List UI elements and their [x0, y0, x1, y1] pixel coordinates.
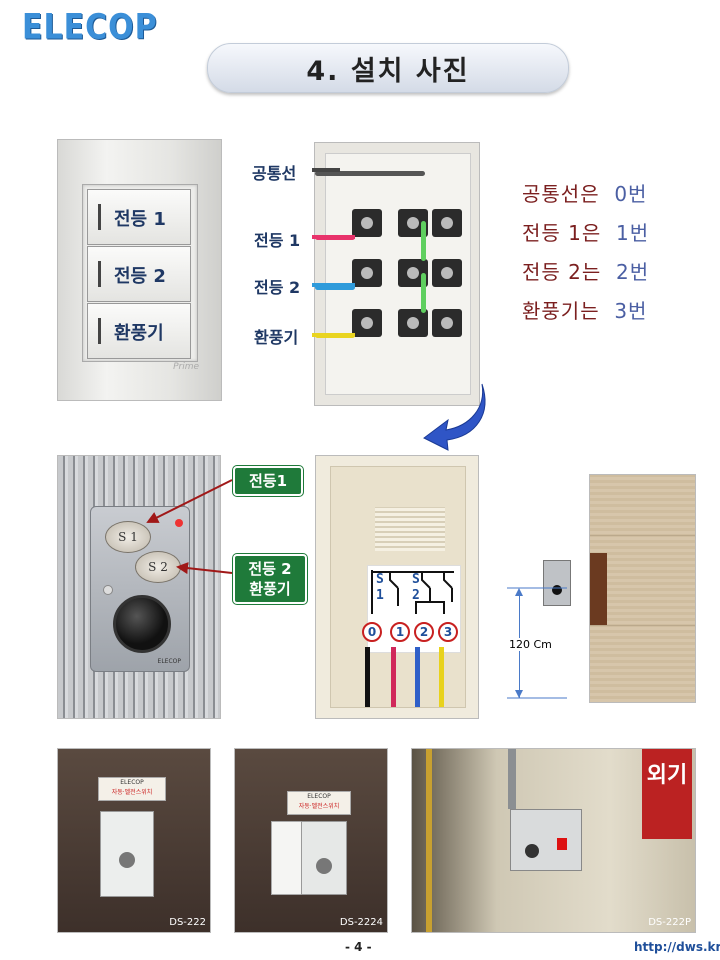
model-label: DS-222	[169, 917, 206, 928]
wall-installation-photo	[589, 474, 696, 703]
page-title: 4. 설치 사진	[306, 55, 470, 87]
photo-ds-222p: 외기 DS-222P	[411, 748, 696, 933]
installed-switch	[301, 821, 347, 895]
photo-ds-222: ELECOP 자동·멜전스위치 DS-222	[57, 748, 211, 933]
callout-line-2: 환풍기	[249, 580, 291, 598]
model-label: DS-222P	[648, 917, 691, 928]
legend-fan: 환풍기는 3번	[522, 299, 648, 323]
label-common: 공통선	[252, 164, 297, 183]
elecop-logo: ELECOP	[22, 7, 158, 48]
rocker-light-1: 전등 1	[87, 189, 191, 245]
label-light-2: 전등 2	[254, 278, 301, 297]
product-sign: ELECOP 자동·멜전스위치	[98, 777, 166, 801]
callout-arrows	[146, 479, 233, 575]
rocker-label: 전등 2	[114, 266, 166, 287]
height-label: 120 Cm	[507, 638, 554, 651]
sensor-brand: ELECOP	[157, 658, 181, 665]
s1-button: S 1	[105, 521, 151, 553]
callout-line-1: 전등 2	[248, 560, 292, 578]
rocker-label: 전등 1	[114, 209, 166, 230]
callout-light-2-fan: 전등 2 환풍기	[233, 554, 307, 604]
page-title-banner: 4. 설치 사진	[207, 43, 569, 93]
rocker-light-2: 전등 2	[87, 246, 191, 302]
legend-common: 공통선은 0번	[522, 182, 648, 206]
rocker-label: 환풍기	[114, 323, 164, 344]
s2-button: S 2	[135, 551, 181, 583]
model-label: DS-2224	[339, 917, 383, 928]
callout-light-1: 전등1	[233, 466, 303, 496]
mini-device-photo	[543, 560, 571, 606]
curved-arrow-icon	[423, 383, 486, 451]
sensor-switch-photo: S 1 S 2 ELECOP	[57, 455, 221, 719]
light-sensor	[103, 585, 113, 595]
installed-switch	[100, 811, 154, 897]
terminal-board	[325, 153, 471, 395]
label-light-1: 전등 1	[254, 231, 301, 250]
installed-switch	[510, 809, 582, 871]
circuit-board: S 1 S 2 0 1 2 3	[330, 466, 466, 708]
page-number: - 4 -	[345, 940, 372, 954]
photo-ds-2224: ELECOP 자동·멜전스위치 DS-2224	[234, 748, 388, 933]
switch-brand: Prime	[173, 362, 199, 372]
label-pointer-lines	[312, 168, 355, 337]
dimension-arrows	[507, 587, 567, 699]
legend-light-2: 전등 2는 2번	[522, 260, 650, 284]
legend-light-1: 전등 1은 1번	[522, 221, 650, 245]
circuit-photo: S 1 S 2 0 1 2 3	[315, 455, 479, 719]
label-fan: 환풍기	[254, 328, 299, 347]
product-sign: ELECOP 자동·멜전스위치	[287, 791, 351, 815]
vent-grill	[375, 507, 445, 551]
sensor-face: S 1 S 2 ELECOP	[90, 506, 190, 672]
wall-switch-photo: 전등 1 전등 2 환풍기 Prime	[57, 139, 222, 401]
wire-legend: 공통선은 0번 전등 1은 1번 전등 2는 2번 환풍기는 3번	[522, 175, 649, 331]
pir-sensor	[113, 595, 171, 653]
wiring-diagram-card: S 1 S 2 0 1 2 3	[362, 565, 461, 653]
switch-plate: 전등 1 전등 2 환풍기	[82, 184, 198, 362]
terminal-block-photo	[314, 142, 480, 406]
door-frame	[590, 553, 607, 625]
wall-sign: 외기	[642, 749, 692, 839]
footer-url[interactable]: http://dws.kr	[634, 940, 720, 954]
led-indicator	[175, 519, 183, 527]
rocker-fan: 환풍기	[87, 303, 191, 359]
